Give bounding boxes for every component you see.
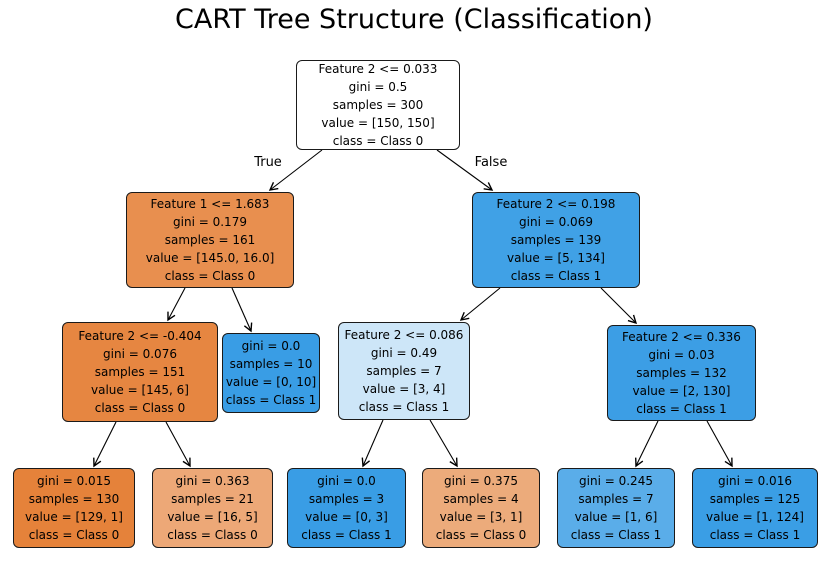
node-samples: samples = 139 [510, 233, 602, 247]
node-value: value = [0, 10] [225, 375, 317, 389]
edge-n3-to-leaf3 [361, 419, 384, 468]
edge-label-false: False [474, 155, 508, 170]
edge-label-true: True [254, 155, 282, 170]
node-samples: samples = 7 [366, 364, 442, 378]
node-value: value = [3, 1] [439, 510, 523, 524]
node-class: class = Class 1 [225, 393, 317, 407]
tree-node-leaf3: gini = 0.0 samples = 3 value = [0, 3] cl… [287, 468, 406, 548]
node-value: value = [145, 6] [91, 383, 189, 397]
node-class: class = Class 1 [709, 528, 801, 542]
node-samples: samples = 151 [94, 365, 186, 379]
node-value: value = [3, 4] [362, 382, 446, 396]
node-gini: gini = 0.245 [579, 474, 653, 488]
node-samples: samples = 21 [171, 492, 254, 506]
tree-node-leaf5: gini = 0.245 samples = 7 value = [1, 6] … [557, 468, 675, 548]
tree-node-root: Feature 2 <= 0.033 gini = 0.5 samples = … [296, 60, 460, 150]
edge-n1-to-leaf1 [93, 421, 117, 468]
node-value: value = [1, 6] [574, 510, 658, 524]
node-gini: gini = 0.0 [241, 339, 301, 353]
node-class: class = Class 1 [510, 269, 602, 283]
node-value: value = [2, 130] [632, 384, 731, 398]
edge-l2-left-to-n2 [231, 287, 253, 333]
edge-n1-to-leaf2 [165, 421, 191, 468]
tree-node-l3-n1: Feature 2 <= -0.404 gini = 0.076 samples… [62, 322, 218, 422]
edge-n4-to-leaf5 [635, 420, 659, 468]
node-samples: samples = 300 [332, 98, 424, 112]
node-gini: gini = 0.0 [317, 474, 376, 488]
node-gini: gini = 0.015 [37, 474, 111, 488]
node-samples: samples = 4 [443, 492, 519, 506]
node-condition: Feature 1 <= 1.683 [150, 197, 270, 211]
edge-l2-left-to-n1 [167, 287, 186, 322]
tree-node-l3-n3: Feature 2 <= 0.086 gini = 0.49 samples =… [338, 322, 470, 420]
node-class: class = Class 1 [301, 528, 392, 542]
node-class: class = Class 1 [636, 402, 727, 416]
tree-node-l3-n4: Feature 2 <= 0.336 gini = 0.03 samples =… [607, 325, 756, 421]
tree-node-leaf1: gini = 0.015 samples = 130 value = [129,… [13, 468, 135, 548]
node-gini: gini = 0.069 [519, 215, 593, 229]
tree-node-leaf6: gini = 0.016 samples = 125 value = [1, 1… [692, 468, 818, 548]
node-class: class = Class 0 [28, 528, 120, 542]
node-value: value = [145.0, 16.0] [145, 251, 275, 265]
node-class: class = Class 0 [94, 401, 186, 415]
tree-node-l2-right: Feature 2 <= 0.198 gini = 0.069 samples … [472, 192, 640, 288]
node-class: class = Class 0 [332, 134, 424, 148]
node-samples: samples = 125 [709, 492, 801, 506]
node-gini: gini = 0.03 [648, 348, 715, 362]
node-gini: gini = 0.016 [718, 474, 792, 488]
node-samples: samples = 161 [164, 233, 256, 247]
node-class: class = Class 0 [435, 528, 527, 542]
edge-root-to-l2-left [268, 149, 323, 191]
edge-l2-right-to-n4 [600, 287, 638, 325]
node-gini: gini = 0.179 [173, 215, 247, 229]
edge-n3-to-leaf4 [429, 419, 458, 468]
figure-title: CART Tree Structure (Classification) [175, 4, 653, 35]
tree-node-leaf2: gini = 0.363 samples = 21 value = [16, 5… [152, 468, 273, 548]
node-condition: Feature 2 <= 0.336 [622, 330, 741, 344]
edge-n4-to-leaf6 [706, 420, 733, 468]
edge-root-to-l2-right [436, 149, 494, 191]
node-condition: Feature 2 <= -0.404 [78, 329, 202, 343]
node-value: value = [5, 134] [507, 251, 605, 265]
node-class: class = Class 1 [358, 400, 450, 414]
node-samples: samples = 7 [578, 492, 654, 506]
node-gini: gini = 0.076 [103, 347, 177, 361]
node-samples: samples = 10 [229, 357, 313, 371]
node-value: value = [1, 124] [706, 510, 804, 524]
node-value: value = [0, 3] [305, 510, 388, 524]
node-condition: Feature 2 <= 0.086 [344, 328, 464, 342]
node-value: value = [129, 1] [25, 510, 123, 524]
node-value: value = [16, 5] [167, 510, 258, 524]
node-class: class = Class 1 [570, 528, 662, 542]
node-condition: Feature 2 <= 0.033 [318, 62, 438, 76]
node-gini: gini = 0.375 [444, 474, 518, 488]
node-gini: gini = 0.363 [175, 474, 250, 488]
node-samples: samples = 3 [308, 492, 385, 506]
node-class: class = Class 0 [167, 528, 258, 542]
tree-node-l2-left: Feature 1 <= 1.683 gini = 0.179 samples … [126, 192, 294, 288]
node-samples: samples = 130 [28, 492, 120, 506]
node-condition: Feature 2 <= 0.198 [496, 197, 616, 211]
node-gini: gini = 0.5 [348, 80, 408, 94]
node-gini: gini = 0.49 [370, 346, 438, 360]
node-samples: samples = 132 [636, 366, 727, 380]
node-value: value = [150, 150] [321, 116, 435, 130]
edge-l2-right-to-n3 [459, 287, 501, 321]
node-class: class = Class 0 [164, 269, 256, 283]
tree-node-leaf4: gini = 0.375 samples = 4 value = [3, 1] … [422, 468, 540, 548]
tree-node-l3-n2: gini = 0.0 samples = 10 value = [0, 10] … [222, 333, 320, 413]
